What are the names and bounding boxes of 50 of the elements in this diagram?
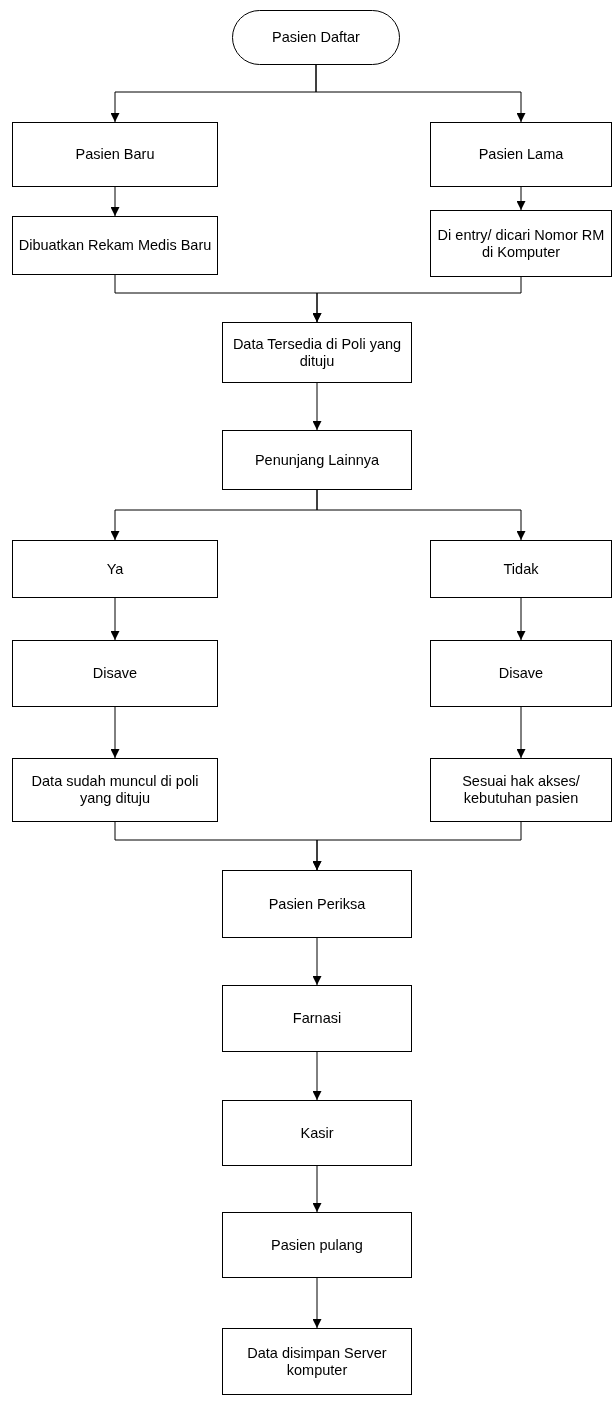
- node-label: Ya: [106, 560, 124, 578]
- node-label: Sesuai hak akses/ kebutuhan pasien: [461, 773, 581, 807]
- node-label: Disave: [498, 665, 544, 682]
- node-label: Farnasi: [292, 1010, 342, 1027]
- process-box: [12, 540, 218, 598]
- node-label: Data sudah muncul di poli yang dituju: [30, 773, 200, 807]
- process-box: [430, 122, 612, 187]
- arrow: [312, 821, 522, 871]
- arrow: [312, 1165, 322, 1213]
- node-label: Dibuatkan Rekam Medis Baru: [18, 237, 212, 254]
- process-box: [222, 1212, 412, 1278]
- arrow: [312, 1051, 322, 1101]
- arrow: [516, 597, 526, 641]
- process-box: [222, 322, 412, 383]
- process-box: [222, 870, 412, 938]
- process-box: [430, 540, 612, 598]
- arrow: [316, 489, 526, 541]
- arrow: [315, 64, 526, 123]
- process-box: [12, 640, 218, 707]
- process-box: [222, 985, 412, 1052]
- arrow: [110, 706, 120, 759]
- arrow: [516, 706, 526, 759]
- arrow: [110, 597, 120, 641]
- process-box: [222, 1328, 412, 1395]
- arrow: [312, 937, 322, 986]
- process-box: [222, 430, 412, 490]
- node-label: Data disimpan Server komputer: [246, 1344, 388, 1379]
- arrow: [516, 186, 526, 211]
- arrow: [110, 186, 120, 217]
- arrow: [312, 1277, 322, 1329]
- process-box: [12, 122, 218, 187]
- node-label: Tidak: [503, 560, 539, 578]
- node-label: Data Tersedia di Poli yang dituju: [231, 335, 403, 370]
- process-box: [12, 216, 218, 275]
- process-box: [12, 758, 218, 822]
- process-box: [222, 1100, 412, 1166]
- process-box: [430, 640, 612, 707]
- node-label: Pasien Baru: [75, 146, 155, 163]
- node-label: Di entry/ dicari Nomor RM di Komputer: [436, 226, 606, 261]
- arrow: [312, 276, 522, 323]
- process-box: [430, 758, 612, 822]
- node-label: Kasir: [300, 1124, 334, 1142]
- node-label: Pasien pulang: [271, 1236, 363, 1254]
- node-label: Disave: [92, 665, 138, 682]
- node-label: Pasien Periksa: [268, 895, 366, 913]
- arrow: [312, 382, 322, 431]
- node-label: Pasien Daftar: [272, 29, 360, 46]
- node-label: Penunjang Lainnya: [254, 451, 380, 469]
- process-box: [430, 210, 612, 277]
- node-label: Pasien Lama: [478, 146, 564, 163]
